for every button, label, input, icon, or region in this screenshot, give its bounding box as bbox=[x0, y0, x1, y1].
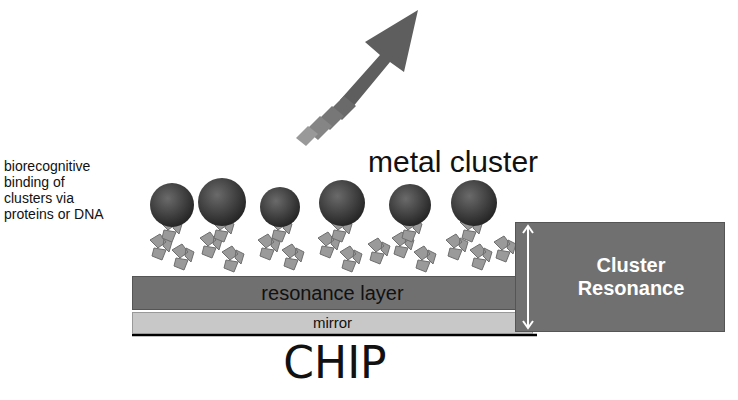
node-text: Cluster Resonance bbox=[556, 254, 706, 300]
layer-band: resonance layer bbox=[132, 276, 533, 310]
chip-line bbox=[132, 334, 537, 337]
resonance-box: Cluster Resonance bbox=[515, 222, 725, 332]
layer-band: mirror bbox=[132, 312, 533, 334]
metal-clusters bbox=[150, 178, 497, 227]
double-arrow bbox=[518, 223, 538, 333]
arrow-path bbox=[523, 226, 533, 328]
protein-layer bbox=[150, 216, 516, 272]
chip-label: CHIP bbox=[255, 338, 415, 389]
annotation-label: biorecognitive binding of clusters via p… bbox=[4, 158, 114, 222]
node-text: mirror bbox=[313, 314, 352, 331]
node-text: resonance layer bbox=[261, 282, 403, 305]
emission-arrow bbox=[296, 10, 418, 146]
annotation-label: metal cluster bbox=[368, 145, 568, 180]
